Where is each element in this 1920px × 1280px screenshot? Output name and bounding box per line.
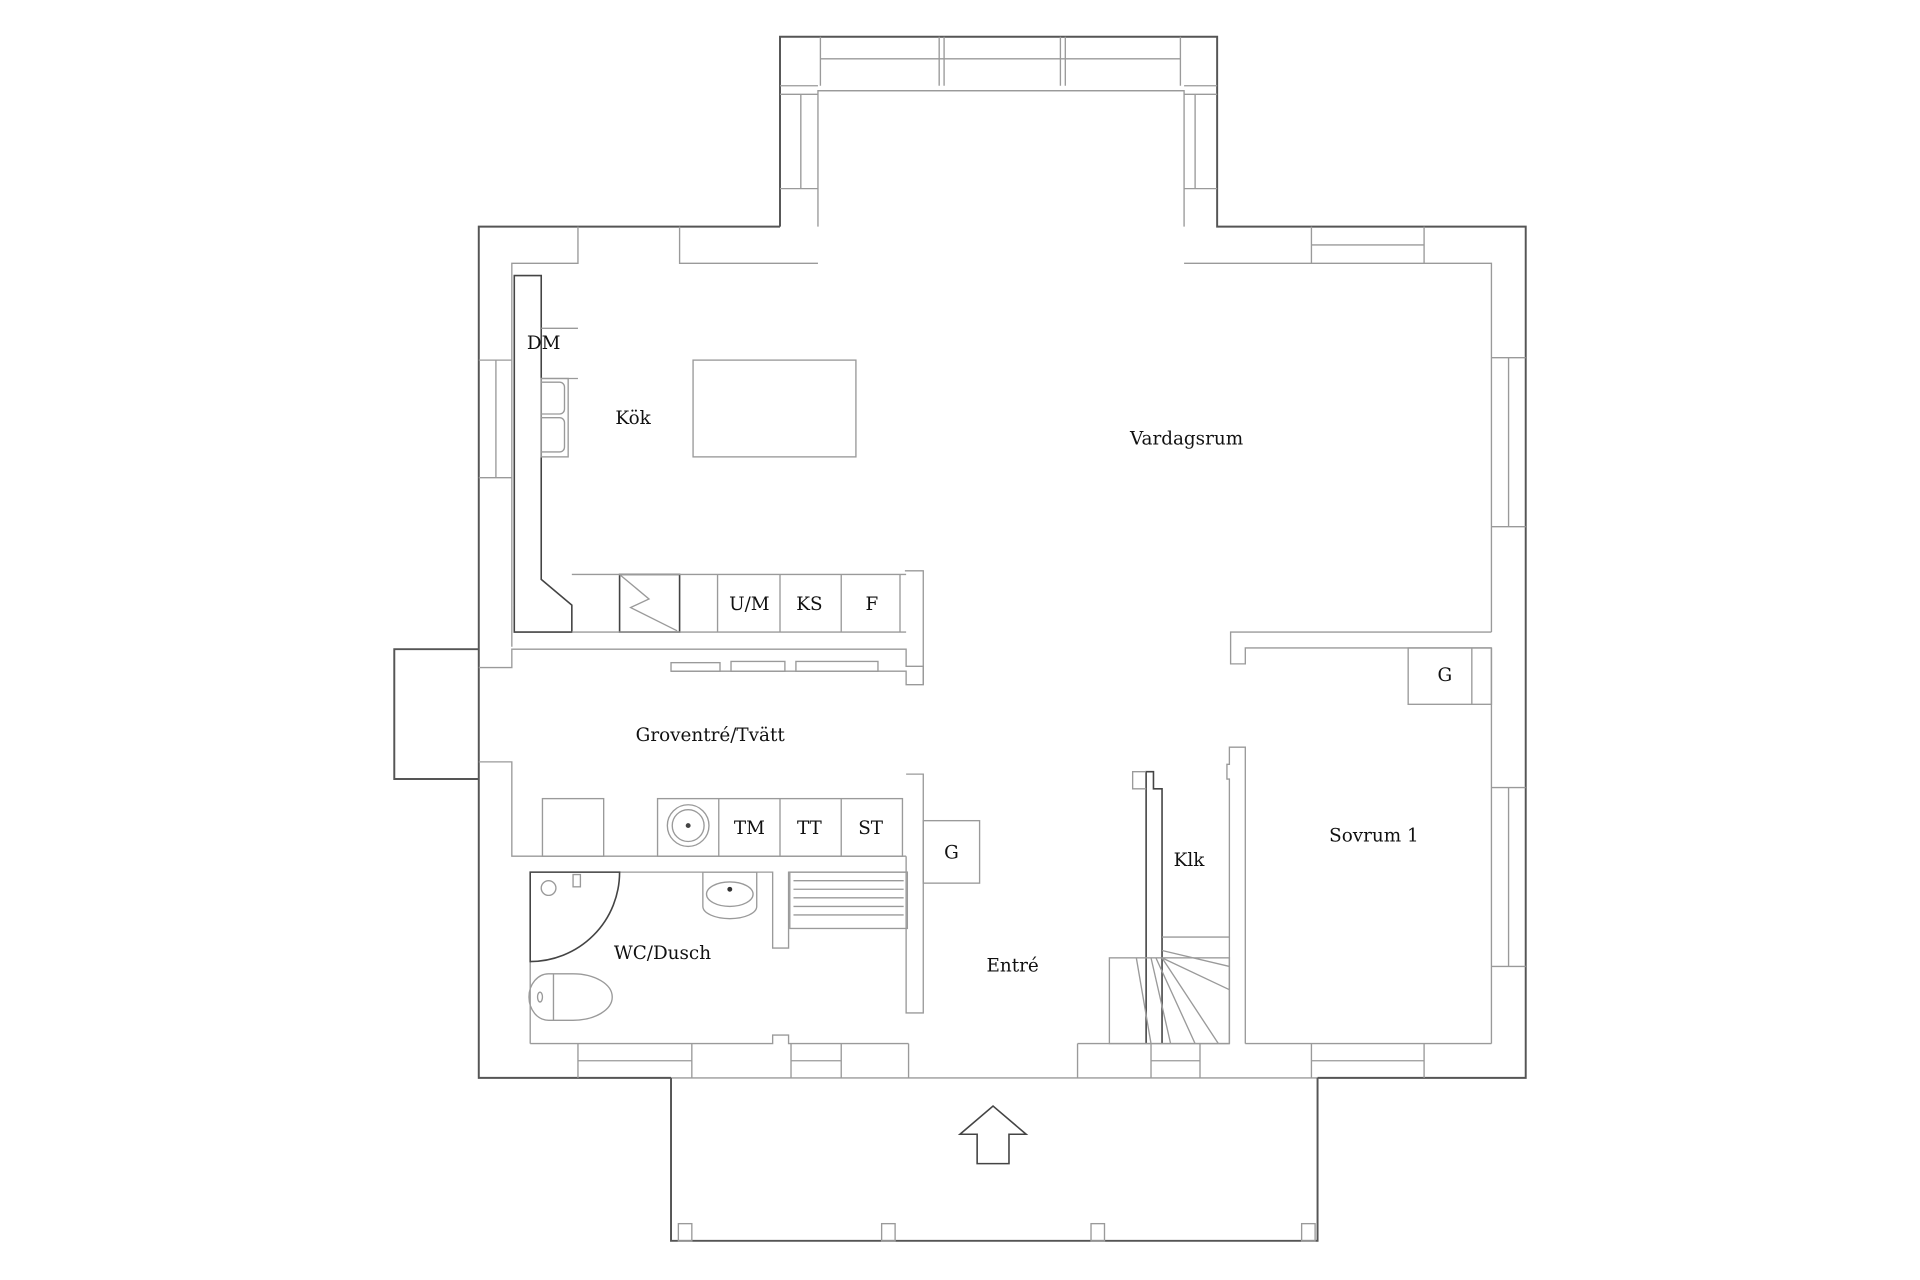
room-label-kok: Kök [615,408,651,429]
wc-fixtures [528,871,758,1021]
kitchen-fixtures [513,274,907,633]
fixture-label-f: F [865,594,878,615]
room-labels: Kök Vardagsrum Groventré/Tvätt WC/Dusch … [614,408,1419,977]
bench [789,871,909,930]
g-box-entre [922,819,981,884]
laundry-fixtures [541,797,981,930]
room-label-klk: Klk [1174,850,1206,871]
fixture-label-tm: TM [734,818,765,839]
fixture-label-g-entre: G [944,843,959,864]
room-label-wc: WC/Dusch [614,943,711,964]
fixture-label-g-sovrum: G [1438,665,1453,686]
fixture-label-tt: TT [797,818,823,839]
counter [513,274,573,633]
kitchen-island [692,359,857,458]
room-label-sovrum1: Sovrum 1 [1329,826,1419,847]
stove-icon [618,573,681,633]
fixture-label-dm: DM [527,333,561,354]
sink-icon [540,377,569,458]
outer-walls [393,35,1527,1242]
washbasin-icon [666,804,710,848]
shower-icon [529,871,621,963]
washbasin-wc-icon [702,871,758,920]
porch [670,1077,1319,1242]
fixture-label-st: ST [858,818,884,839]
fixture-label-ks: KS [796,594,822,615]
entrance-arrow-icon [957,1105,1029,1165]
fixture-label-um: U/M [729,594,769,615]
inner-walls [478,36,1526,1078]
toilet-icon [528,973,613,1021]
staircase-icon [1108,936,1231,1045]
fixture-labels: DM U/M KS F TM TT ST G G [527,333,1452,864]
room-label-groventre: Groventré/Tvätt [636,725,786,746]
room-label-entre: Entré [987,955,1039,976]
g-box-sovrum [1407,647,1493,705]
room-label-vardagsrum: Vardagsrum [1129,429,1243,450]
